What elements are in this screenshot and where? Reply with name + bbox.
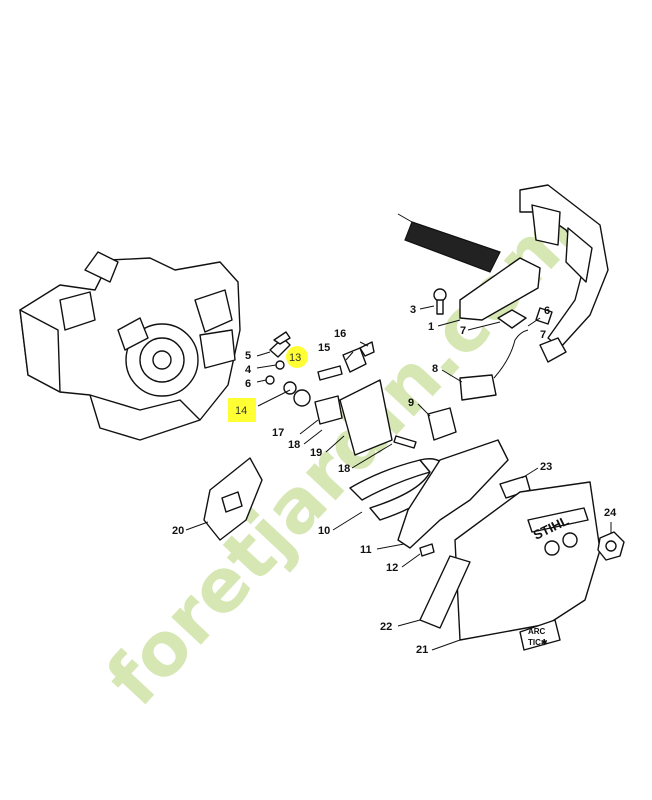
callout-6-right: 6 <box>544 305 550 317</box>
callout-19: 19 <box>310 447 322 459</box>
hand-guard <box>397 184 609 363</box>
callout-1: 1 <box>428 321 434 333</box>
plate-20 <box>203 457 263 541</box>
callout-18-lower: 18 <box>338 463 350 475</box>
leader-lines <box>185 305 612 651</box>
callout-12: 12 <box>386 562 398 574</box>
callout-20: 20 <box>172 525 184 537</box>
callout-10: 10 <box>318 525 330 537</box>
callout-18-upper: 18 <box>288 439 300 451</box>
callout-16: 16 <box>334 328 346 340</box>
callout-17: 17 <box>272 427 284 439</box>
callout-13: 13 <box>289 352 301 364</box>
callout-6-left: 6 <box>245 378 251 390</box>
highlight-marker-13 <box>286 346 308 368</box>
callout-23: 23 <box>540 461 552 473</box>
callout-3: 3 <box>410 304 416 316</box>
callout-15: 15 <box>318 342 330 354</box>
callout-8: 8 <box>432 363 438 375</box>
nut-24 <box>597 531 625 561</box>
callout-7-right: 7 <box>540 329 546 341</box>
callout-7-left: 7 <box>460 325 466 337</box>
callout-21: 21 <box>416 644 428 656</box>
callouts: 1 3 4 5 6 6 7 7 8 9 10 11 12 13 14 15 16… <box>172 304 617 656</box>
callout-4: 4 <box>245 364 252 376</box>
brake-housing <box>397 439 531 557</box>
arctic-label-line1: ARC <box>528 627 546 636</box>
callout-11: 11 <box>360 544 372 556</box>
callout-5: 5 <box>245 350 251 362</box>
arctic-label-line2: TIC✱ <box>528 638 548 647</box>
highlight-marker-14 <box>228 398 256 422</box>
callout-22: 22 <box>380 621 392 633</box>
callout-14: 14 <box>235 405 247 417</box>
engine-housing <box>19 251 241 441</box>
sprocket-cover: STIHL ARC TIC✱ <box>454 481 601 651</box>
cover-plate-22 <box>419 555 471 629</box>
callout-9: 9 <box>408 397 414 409</box>
callout-24: 24 <box>604 507 617 519</box>
